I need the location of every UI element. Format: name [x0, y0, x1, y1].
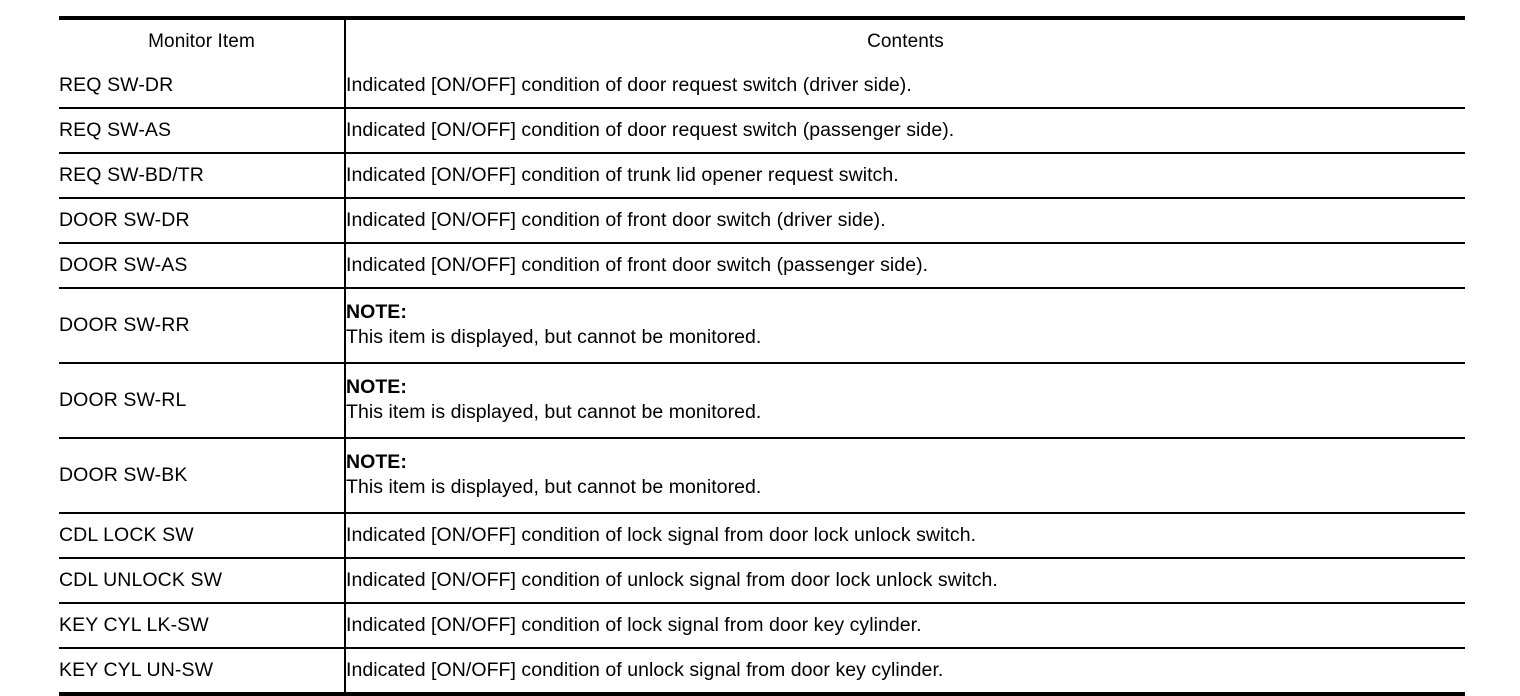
contents-cell: Indicated [ON/OFF] condition of lock sig…: [345, 513, 1465, 559]
contents-cell: NOTE: This item is displayed, but cannot …: [345, 438, 1465, 514]
monitor-item-cell: CDL UNLOCK SW: [59, 558, 346, 604]
contents-cell: NOTE: This item is displayed, but cannot …: [345, 288, 1465, 364]
note-block: NOTE: This item is displayed, but cannot …: [346, 299, 1465, 353]
monitor-item-cell: DOOR SW-BK: [59, 438, 346, 514]
note-title: NOTE:: [346, 450, 407, 473]
note-block: NOTE: This item is displayed, but cannot …: [346, 449, 1465, 503]
note-title: NOTE:: [346, 375, 407, 398]
contents-cell: Indicated [ON/OFF] condition of front do…: [345, 198, 1465, 244]
contents-cell: Indicated [ON/OFF] condition of unlock s…: [346, 659, 944, 681]
contents-cell: Indicated [ON/OFF] condition of door req…: [345, 64, 1465, 109]
contents-cell: Indicated [ON/OFF] condition of unlock s…: [345, 558, 1465, 604]
monitor-item-cell: REQ SW-BD/TR: [59, 153, 346, 199]
contents-cell: Indicated [ON/OFF] condition of trunk li…: [345, 153, 1465, 199]
table-header-row: Monitor Item Contents: [59, 18, 1465, 64]
table-header: Monitor Item Contents: [59, 18, 1465, 64]
contents-cell: NOTE: This item is displayed, but cannot …: [345, 363, 1465, 439]
note-text: This item is displayed, but cannot be mo…: [346, 401, 762, 423]
monitor-item-cell: KEY CYL LK-SW: [59, 603, 346, 649]
contents-cell: Indicated [ON/OFF] condition of lock sig…: [345, 603, 1465, 649]
monitor-item-cell: REQ SW-DR: [59, 64, 346, 109]
contents-cell: Indicated [ON/OFF] condition of door req…: [345, 108, 1465, 154]
monitor-item-cell: DOOR SW-DR: [59, 198, 346, 244]
column-header-monitor-item: Monitor Item: [59, 18, 346, 64]
monitor-item-cell: CDL LOCK SW: [59, 513, 346, 559]
column-header-contents: Contents: [867, 31, 944, 52]
monitor-item-cell: DOOR SW-RL: [59, 363, 346, 439]
note-title: NOTE:: [346, 300, 407, 323]
monitor-item-cell: KEY CYL UN-SW: [59, 648, 346, 694]
note-block: NOTE: This item is displayed, but cannot …: [346, 374, 1465, 428]
monitor-item-cell: REQ SW-AS: [59, 108, 346, 154]
note-text: This item is displayed, but cannot be mo…: [346, 326, 762, 348]
note-text: This item is displayed, but cannot be mo…: [346, 476, 762, 498]
monitor-item-cell: DOOR SW-AS: [59, 243, 346, 289]
monitor-item-cell: DOOR SW-RR: [59, 288, 346, 364]
contents-cell: Indicated [ON/OFF] condition of front do…: [345, 243, 1465, 289]
